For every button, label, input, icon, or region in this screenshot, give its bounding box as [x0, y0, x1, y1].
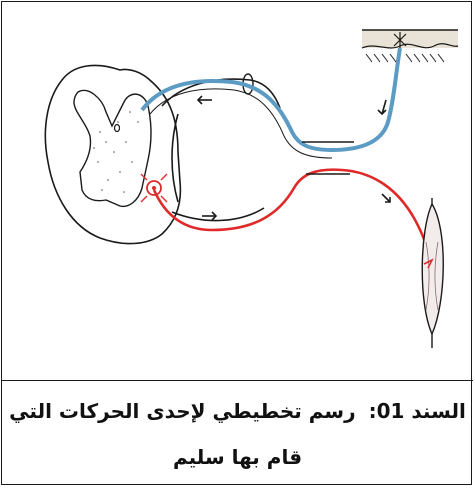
skin-receptor-icon: [362, 30, 458, 62]
caption-label: السند 01:: [369, 399, 466, 423]
caption-line-2: قام بها سليم: [2, 445, 473, 469]
ventral-root-inner: [172, 114, 178, 202]
grey-matter-texture: [93, 111, 139, 193]
motor-neuron-icon: [141, 174, 167, 202]
caption-text-1: رسم تخطيطي لإحدى الحركات التي: [9, 399, 355, 423]
caption-text-2: قام بها سليم: [173, 445, 302, 469]
central-canal: [115, 125, 120, 132]
motor-pathway: [154, 170, 428, 266]
caption-line-1: السند 01: رسم تخطيطي لإحدى الحركات التي: [2, 399, 473, 423]
muscle-icon: [422, 198, 443, 348]
ventral-root: [172, 208, 264, 221]
sensory-pathway: [142, 48, 400, 150]
grey-matter: [74, 90, 151, 206]
figure-caption: السند 01: رسم تخطيطي لإحدى الحركات التي …: [2, 380, 473, 486]
direction-arrow-icon: [198, 96, 390, 220]
reflex-arc-diagram: [2, 2, 473, 380]
